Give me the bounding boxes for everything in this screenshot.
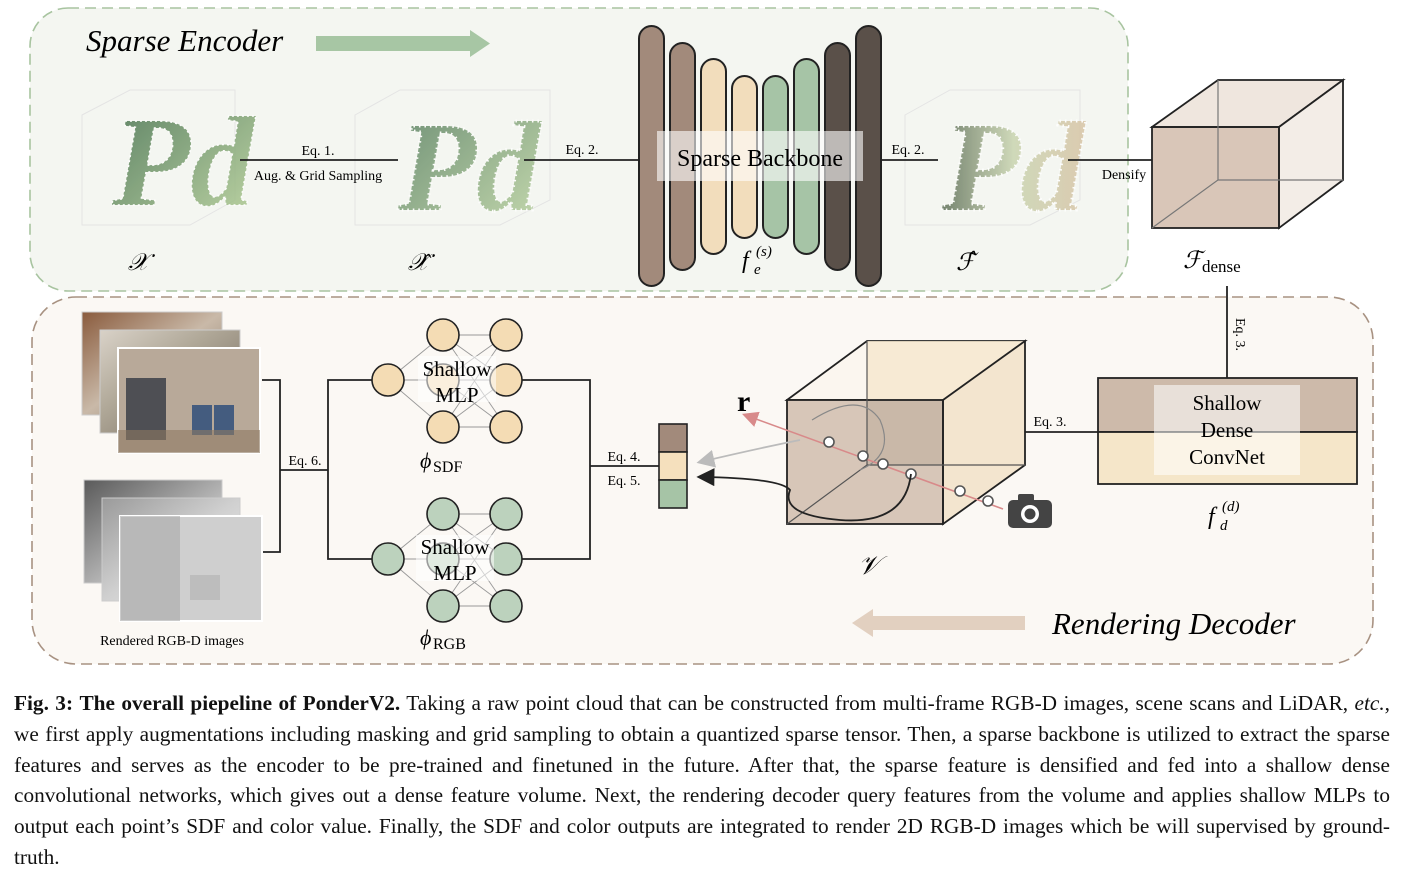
svg-text:Pd: Pd (111, 91, 256, 233)
sparse-backbone: Sparse Backbone (638, 25, 882, 287)
figure-caption: Fig. 3: The overall piepeline of PonderV… (14, 688, 1390, 873)
svg-text:ϕ: ϕ (420, 625, 431, 650)
dense-feature-cube (1149, 78, 1346, 230)
caption-title: The overall piepeline of PonderV2. (79, 691, 401, 715)
svg-text:dense: dense (1202, 257, 1241, 276)
point-cloud-x-hat: Pd (354, 89, 551, 240)
symbol-fe: f e (s) (742, 244, 772, 278)
svg-text:d: d (1220, 518, 1228, 534)
caption-part2: , we first apply augmentations including… (14, 691, 1390, 869)
symbol-f-dense: ℱ dense (1183, 248, 1241, 276)
query-arrow-gray (696, 439, 801, 468)
svg-text:e: e (754, 262, 761, 278)
label-eq2-b: Eq. 2. (891, 143, 924, 158)
query-arrow-dark (696, 468, 912, 522)
label-eq5: Eq. 5. (607, 474, 640, 489)
symbol-f-hat: ℱ̂ (956, 250, 979, 276)
svg-text:Shallow: Shallow (423, 357, 493, 381)
label-eq1: Eq. 1. (301, 144, 334, 159)
label-eq3: Eq. 3. (1033, 415, 1066, 430)
mlp-sdf: Shallow MLP (371, 318, 523, 444)
encoder-direction-arrow (316, 30, 490, 57)
mlp-rgb: Shallow MLP (371, 497, 523, 623)
symbol-phi-sdf: ϕ SDF (420, 448, 462, 476)
svg-text:f: f (1208, 504, 1218, 530)
label-eq4: Eq. 4. (607, 450, 640, 465)
point-cloud-x: Pd (81, 89, 257, 234)
pipeline-figure: Sparse Encoder Pd Pd Pd 𝒳 𝒳̂ ℱ̂ Eq. 1. A… (29, 7, 1374, 665)
images-label: Rendered RGB-D images (100, 634, 244, 649)
camera-ray (741, 411, 1004, 510)
svg-text:RGB: RGB (433, 636, 466, 653)
label-eq6: Eq. 6. (288, 454, 321, 469)
point-cloud-f-hat: Pd (904, 89, 1088, 240)
ray-label: r (737, 385, 750, 418)
svg-text:MLP: MLP (435, 383, 478, 407)
caption-part1: Taking a raw point cloud that can be con… (406, 691, 1349, 715)
svg-text:ℱ: ℱ (1183, 248, 1206, 274)
output-feature-stack (658, 423, 688, 509)
svg-text:Dense: Dense (1201, 418, 1253, 442)
label-eq3-vertical: Eq. 3. (1232, 318, 1247, 351)
svg-text:f: f (742, 248, 752, 274)
label-eq2-a: Eq. 2. (565, 143, 598, 158)
svg-text:SDF: SDF (433, 459, 462, 476)
label-aug: Aug. & Grid Sampling (254, 169, 382, 184)
connector-mlps-to-output (508, 379, 659, 560)
rendered-depth-images (83, 479, 263, 622)
decoder-direction-arrow (852, 609, 1025, 637)
svg-text:Shallow: Shallow (421, 535, 491, 559)
label-densify: Densify (1102, 168, 1146, 183)
bracket-images (262, 379, 281, 553)
svg-text:(d): (d) (1222, 499, 1240, 515)
symbol-phi-rgb: ϕ RGB (420, 625, 466, 653)
feature-volume-cube (784, 339, 1028, 526)
svg-text:(s): (s) (756, 244, 772, 260)
encoder-panel (29, 7, 1129, 292)
camera-icon (1008, 494, 1052, 528)
svg-text:Pd: Pd (941, 96, 1086, 238)
rendered-rgb-images (81, 311, 261, 454)
decoder-title: Rendering Decoder (1051, 606, 1297, 641)
backbone-label: Sparse Backbone (677, 146, 843, 172)
svg-text:ConvNet: ConvNet (1189, 445, 1265, 469)
encoder-title: Sparse Encoder (86, 23, 284, 58)
symbol-fd: f d (d) (1208, 499, 1240, 534)
shallow-dense-convnet: Shallow Dense ConvNet (1097, 377, 1358, 485)
svg-text:ϕ: ϕ (420, 448, 431, 473)
svg-text:Pd: Pd (397, 96, 542, 238)
svg-text:MLP: MLP (433, 561, 476, 585)
svg-text:Shallow: Shallow (1193, 391, 1263, 415)
connector-input-to-mlps (280, 379, 388, 560)
caption-etc: etc. (1354, 691, 1385, 715)
caption-figno: Fig. 3: (14, 691, 74, 715)
